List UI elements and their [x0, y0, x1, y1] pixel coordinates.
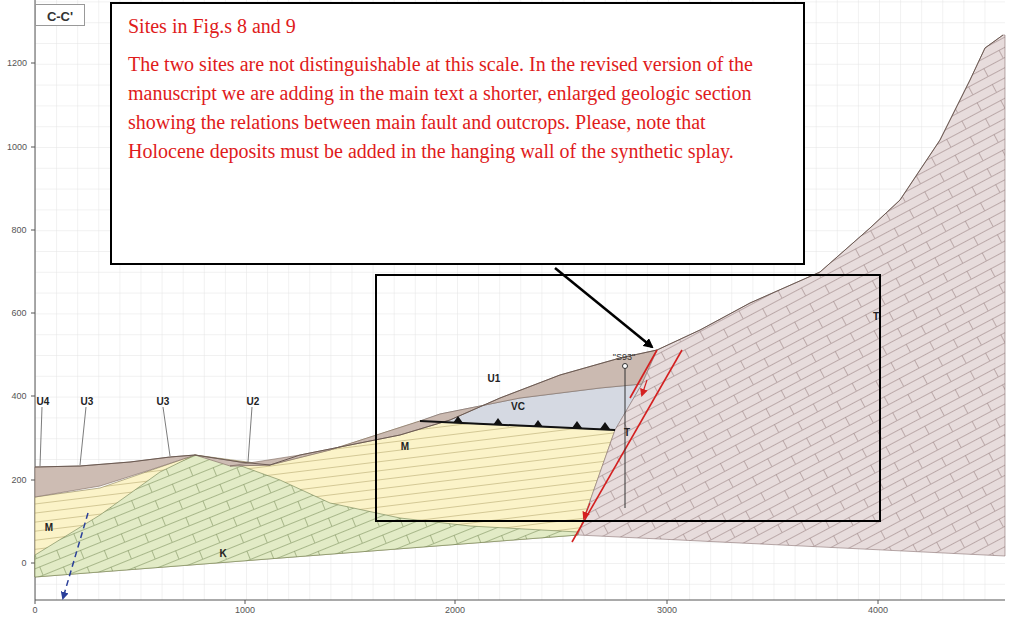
borehole — [625, 368, 626, 508]
unit-label: U3 — [157, 396, 170, 407]
unit-label: K — [219, 548, 226, 559]
axis-value: 1200 — [7, 58, 27, 68]
axis-value: 600 — [11, 308, 26, 318]
unit-label: M — [45, 522, 53, 533]
axis-value: 1000 — [235, 605, 255, 615]
section-tag: C-C' — [35, 4, 85, 26]
callout-box: Sites in Fig.s 8 and 9 The two sites are … — [110, 2, 805, 265]
heading: C-C' — [46, 9, 74, 25]
unit-u-cover — [35, 455, 195, 497]
unit-label: M — [401, 441, 409, 452]
unit-m — [35, 421, 615, 577]
callout-pointer — [555, 268, 652, 347]
axis-value: 0 — [21, 558, 26, 568]
axis-value: 400 — [11, 391, 26, 401]
axis-value: 2000 — [445, 605, 465, 615]
main-fault — [572, 350, 682, 542]
unit-label: U1 — [488, 373, 501, 384]
unit-label: T — [624, 427, 630, 438]
unit-label: U2 — [247, 396, 260, 407]
axis-value: 4000 — [868, 605, 888, 615]
unit-label: VC — [511, 401, 525, 412]
unit-label: T — [873, 311, 879, 322]
heading: Sites in Fig.s 8 and 9 — [128, 14, 787, 38]
axis-value: 1000 — [7, 142, 27, 152]
axis-value: 800 — [11, 225, 26, 235]
axis-value: 200 — [11, 475, 26, 485]
unit-label: U4 — [37, 396, 50, 407]
thrust-fault — [420, 421, 615, 430]
leader-line — [40, 407, 252, 466]
grid — [35, 0, 1005, 600]
highlight-frame — [376, 275, 880, 521]
slip-arrow — [584, 503, 590, 518]
borehole-label: "S93" — [613, 352, 635, 362]
thrust-teeth — [453, 416, 610, 429]
unit-k — [35, 455, 578, 577]
buried-fault — [63, 513, 88, 598]
axis-value: 3000 — [657, 605, 677, 615]
axis-value: 0 — [32, 605, 37, 615]
slip-arrow — [642, 380, 647, 395]
borehole-head — [623, 364, 628, 369]
axis — [35, 0, 1005, 600]
note-text: The two sites are not distinguishable at… — [128, 50, 787, 166]
unit-u1 — [230, 350, 657, 466]
unit-label: U3 — [81, 396, 94, 407]
